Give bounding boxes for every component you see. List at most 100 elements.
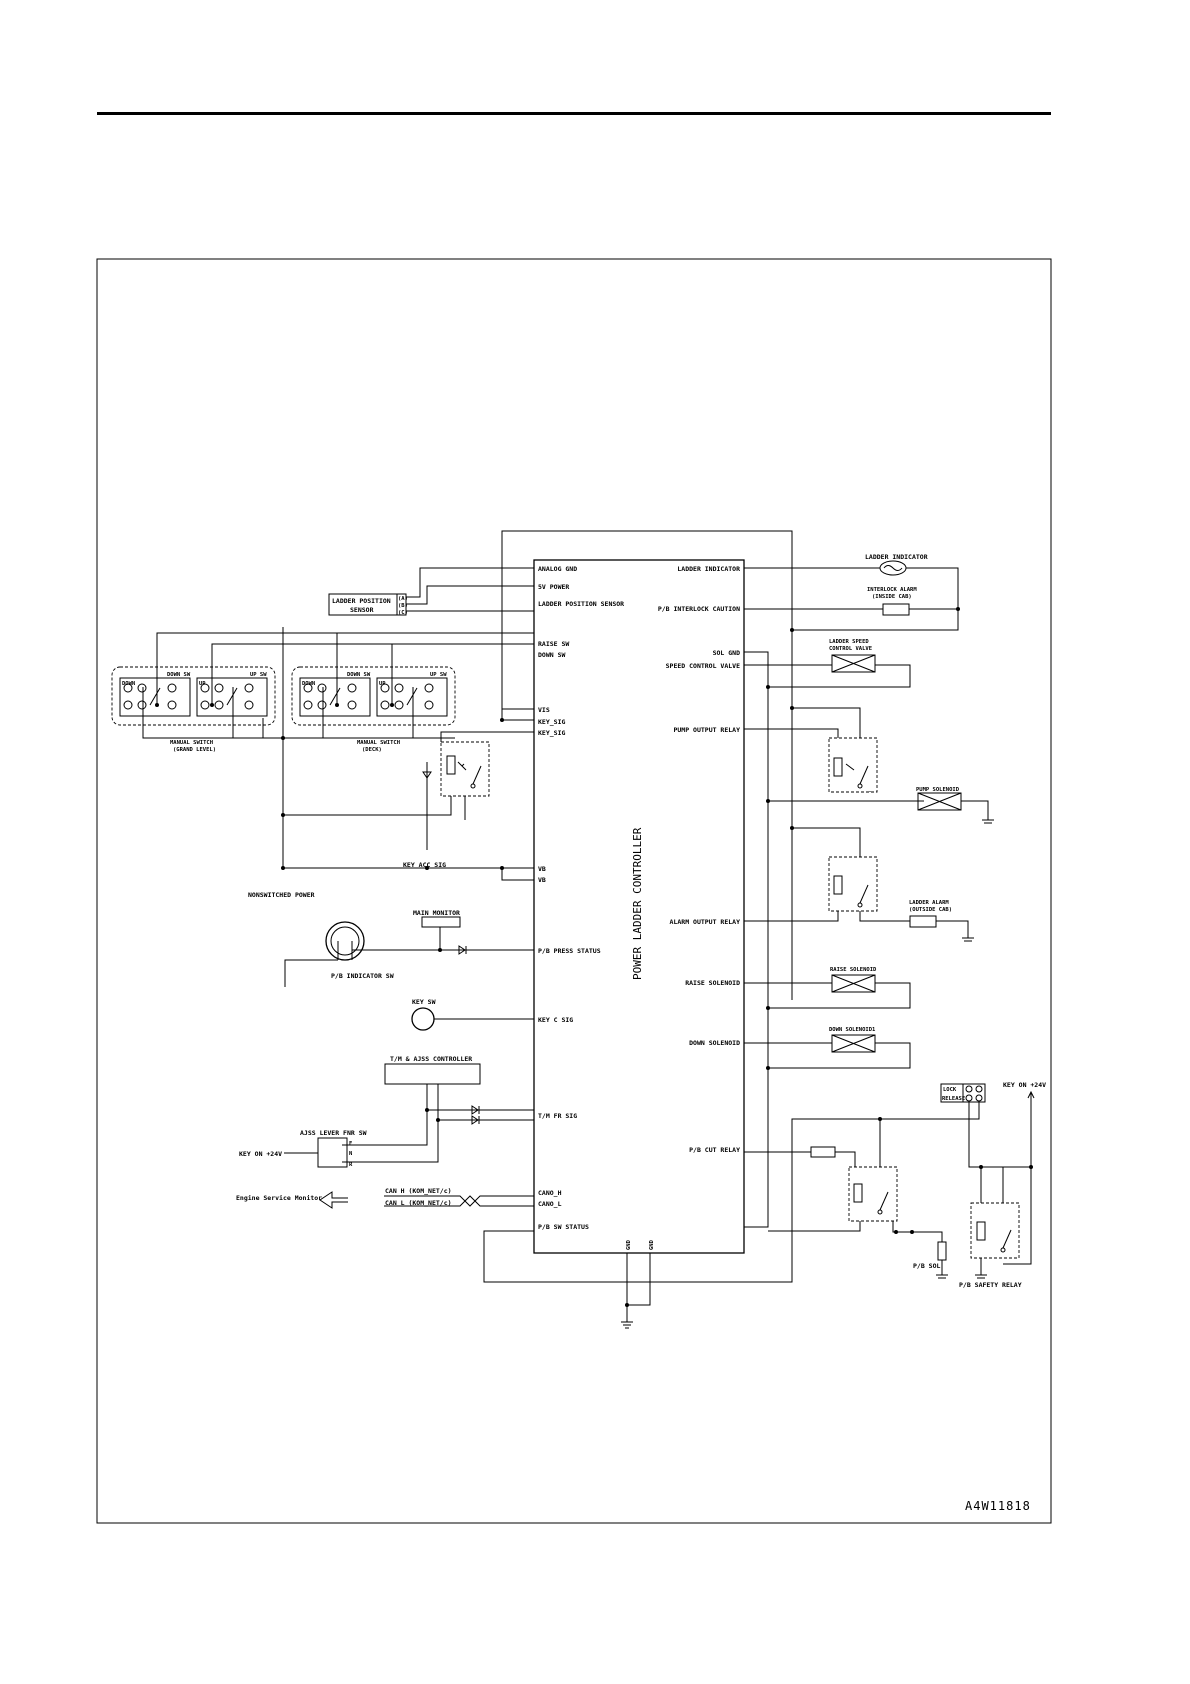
pin-pb-sw-status: P/B SW STATUS [538,1223,589,1231]
manual-switch-grand-level: DOWN DOWN SW UP UP SW MANUAL SWITCH (GRA… [111,666,276,753]
controller-left-pins: ANALOG GND 5V POWER LADDER POSITION SENS… [538,565,624,1231]
pb-sol: P/B SOL [913,1241,947,1270]
switch-lever [226,687,238,706]
svg-text:KEY SW: KEY SW [412,998,436,1006]
pin-down-solenoid: DOWN SOLENOID [689,1039,740,1047]
pump-output-relay [828,737,878,793]
pin-cano-h: CANO_H [538,1189,562,1197]
svg-text:(GRAND LEVEL): (GRAND LEVEL) [173,747,216,753]
junction-dots [155,607,1033,1307]
switch-terminal [394,700,404,710]
switch-lever [149,687,161,706]
svg-text:MANUAL SWITCH: MANUAL SWITCH [357,740,400,746]
svg-text:DOWN SOLENOID1: DOWN SOLENOID1 [829,1027,876,1033]
svg-text:UP SW: UP SW [250,672,267,678]
switch-terminal [380,700,390,710]
svg-text:T/M & AJSS CONTROLLER: T/M & AJSS CONTROLLER [390,1055,472,1063]
svg-text:LADDER ALARM: LADDER ALARM [909,900,949,906]
pb-cut-relay-resistor [810,1146,836,1158]
pin-pb-interlock-caution: P/B INTERLOCK CAUTION [658,605,740,613]
key-on-right-label: KEY ON +24V [1003,1081,1046,1089]
switch-terminal [347,700,357,710]
svg-text:CONTROL VALVE: CONTROL VALVE [829,646,872,652]
svg-text:SENSOR: SENSOR [350,606,374,614]
switch-terminal [347,683,357,693]
top-rule [97,112,1051,115]
svg-text:UP: UP [379,681,386,687]
svg-text:F: F [349,1141,352,1147]
switch-terminal [380,683,390,693]
switch-contacts [123,683,434,710]
switch-terminal [394,683,404,693]
arrow-left-icon [319,1191,348,1209]
switch-terminal [137,683,147,693]
pin-alarm-output-relay: ALARM OUTPUT RELAY [670,918,741,926]
svg-text:LADDER SPEED: LADDER SPEED [829,639,869,645]
svg-text:DOWN SW: DOWN SW [347,672,371,678]
main-monitor: MAIN MONITOR [413,909,461,928]
pin-cano-l: CANO_L [538,1200,562,1208]
svg-text:(OUTSIDE CAB): (OUTSIDE CAB) [909,907,952,913]
switch-terminal [123,700,133,710]
key-sw: KEY SW [411,998,436,1031]
switch-terminal [200,700,210,710]
svg-text:MANUAL SWITCH: MANUAL SWITCH [170,740,213,746]
svg-text:P/B INDICATOR SW: P/B INDICATOR SW [331,972,394,980]
svg-text:RELEASE: RELEASE [942,1096,965,1102]
controller-name: POWER LADDER CONTROLLER [631,827,644,980]
svg-text:LADDER POSITION: LADDER POSITION [332,597,391,605]
pin-key-c-sig: KEY C SIG [538,1016,573,1024]
svg-text:(C): (C) [398,610,408,616]
pin-sol-gnd: SOL GND [713,649,740,657]
switch-terminal [317,700,327,710]
pin-gnd-2: GND [649,1239,655,1250]
pin-key-sig-2: KEY_SIG [538,729,565,737]
pin-key-sig-1: KEY_SIG [538,718,565,726]
ground-symbol [621,1321,633,1329]
controller-right-pins: LADDER INDICATOR P/B INTERLOCK CAUTION S… [658,565,740,1154]
pin-pump-output-relay: PUMP OUTPUT RELAY [673,726,740,734]
svg-text:LADDER INDICATOR: LADDER INDICATOR [865,553,928,561]
svg-text:UP SW: UP SW [430,672,447,678]
pin-5v-power: 5V POWER [538,583,569,591]
svg-text:LOCK: LOCK [943,1087,957,1093]
pin-down-sw: DOWN SW [538,651,565,659]
svg-text:P/B SOL: P/B SOL [913,1262,940,1270]
switch-terminal [317,683,327,693]
ladder-speed-control-valve: LADDER SPEED CONTROL VALVE [829,639,876,673]
svg-text:INTERLOCK ALARM: INTERLOCK ALARM [867,587,917,593]
pin-tm-fr-sig: T/M FR SIG [538,1112,577,1120]
switch-terminal [244,683,254,693]
pin-vb-1: VB [538,865,546,873]
switch-terminal [200,683,210,693]
switch-terminal [424,683,434,693]
switch-terminal [137,700,147,710]
pin-pb-cut-relay: P/B CUT RELAY [689,1146,740,1154]
svg-text:MAIN MONITOR: MAIN MONITOR [413,909,460,917]
ladder-indicator: LADDER INDICATOR [865,553,928,576]
key-on-left-label: KEY ON +24V [239,1150,282,1158]
interlock-alarm: INTERLOCK ALARM (INSIDE CAB) [867,587,917,616]
switch-terminal [424,700,434,710]
diagram-frame [96,258,1052,1524]
lock-release-switch: LOCK RELEASE [940,1083,986,1103]
pin-ladder-indicator: LADDER INDICATOR [677,565,740,573]
pb-safety-relay: P/B SAFETY RELAY [959,1202,1022,1289]
svg-text:AJSS LEVER FNR SW: AJSS LEVER FNR SW [300,1129,367,1137]
svg-text:UP: UP [199,681,206,687]
svg-text:N: N [349,1151,352,1157]
pin-analog-gnd: ANALOG GND [538,565,577,573]
svg-text:(INSIDE CAB): (INSIDE CAB) [872,594,912,600]
can-l-label: CAN L (KOM_NET/c) [385,1199,452,1207]
switch-terminal [214,700,224,710]
nonswitched-power-label: NONSWITCHED POWER [248,891,315,899]
can-h-label: CAN H (KOM_NET/c) [385,1187,452,1195]
pin-speed-control-valve: SPEED CONTROL VALVE [666,662,740,670]
svg-text:PUMP SOLENOID: PUMP SOLENOID [916,787,960,793]
ladder-position-sensor: LADDER POSITION SENSOR (A) (B) (C) [328,593,408,616]
svg-text:(B): (B) [398,603,408,609]
switch-terminal [303,683,313,693]
switch-lever [329,687,341,706]
pin-raise-sw: RAISE SW [538,640,569,648]
